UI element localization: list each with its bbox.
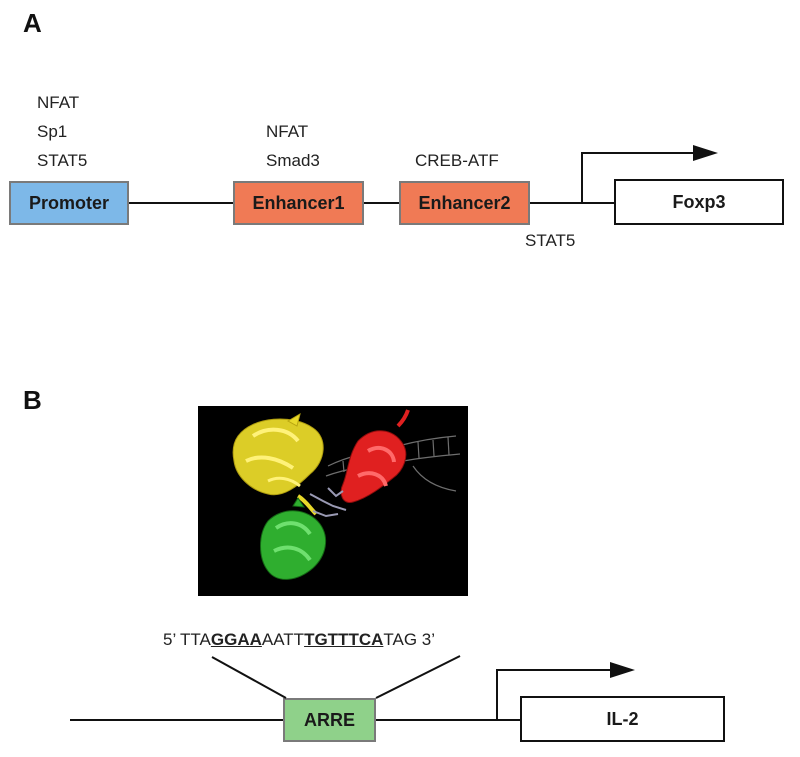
- il2-label: IL-2: [606, 708, 639, 729]
- enhancer2-factor-creb-atf: CREB-ATF: [415, 151, 499, 170]
- promoter-box: Promoter: [9, 181, 129, 225]
- il2-tss-arrow-icon: [496, 662, 635, 720]
- arre-label: ARRE: [303, 709, 355, 730]
- protein-dna-structure-image: [198, 406, 468, 596]
- stat5-below-factor: STAT5: [525, 231, 576, 250]
- enhancer1-label: Enhancer1: [252, 192, 345, 213]
- arre-box: ARRE: [283, 698, 376, 742]
- structure-render-icon: [232, 409, 461, 580]
- foxp3-gene-box: Foxp3: [614, 179, 784, 225]
- callout-line-right: [375, 655, 461, 699]
- arre-sequence: 5’ TTAGGAAAATTTGTTTCATAG 3’: [163, 630, 435, 650]
- panel-b-label: B: [23, 385, 42, 415]
- il2-gene-box: IL-2: [520, 696, 725, 742]
- seq-motif1: GGAA: [210, 630, 262, 649]
- dna-line-a: [128, 202, 616, 204]
- promoter-factor-stat5: STAT5: [37, 151, 88, 170]
- seq-suffix: TAG 3’: [383, 630, 436, 649]
- promoter-label: Promoter: [28, 192, 109, 213]
- promoter-factor-nfat: NFAT: [37, 93, 80, 112]
- seq-mid: AATT: [261, 630, 305, 649]
- promoter-factor-sp1: Sp1: [37, 122, 68, 141]
- enhancer1-box: Enhancer1: [233, 181, 364, 225]
- enhancer1-factor-smad3: Smad3: [266, 151, 320, 170]
- panel-a-label: A: [23, 8, 42, 38]
- seq-prefix: 5’ TTA: [163, 630, 211, 649]
- enhancer1-factor-nfat: NFAT: [266, 122, 309, 141]
- foxp3-tss-arrow-icon: [581, 145, 718, 203]
- foxp3-label: Foxp3: [672, 191, 726, 212]
- enhancer2-label: Enhancer2: [418, 192, 511, 213]
- callout-line-left: [211, 656, 287, 699]
- seq-motif2: TGTTTCA: [304, 630, 384, 649]
- enhancer2-box: Enhancer2: [399, 181, 530, 225]
